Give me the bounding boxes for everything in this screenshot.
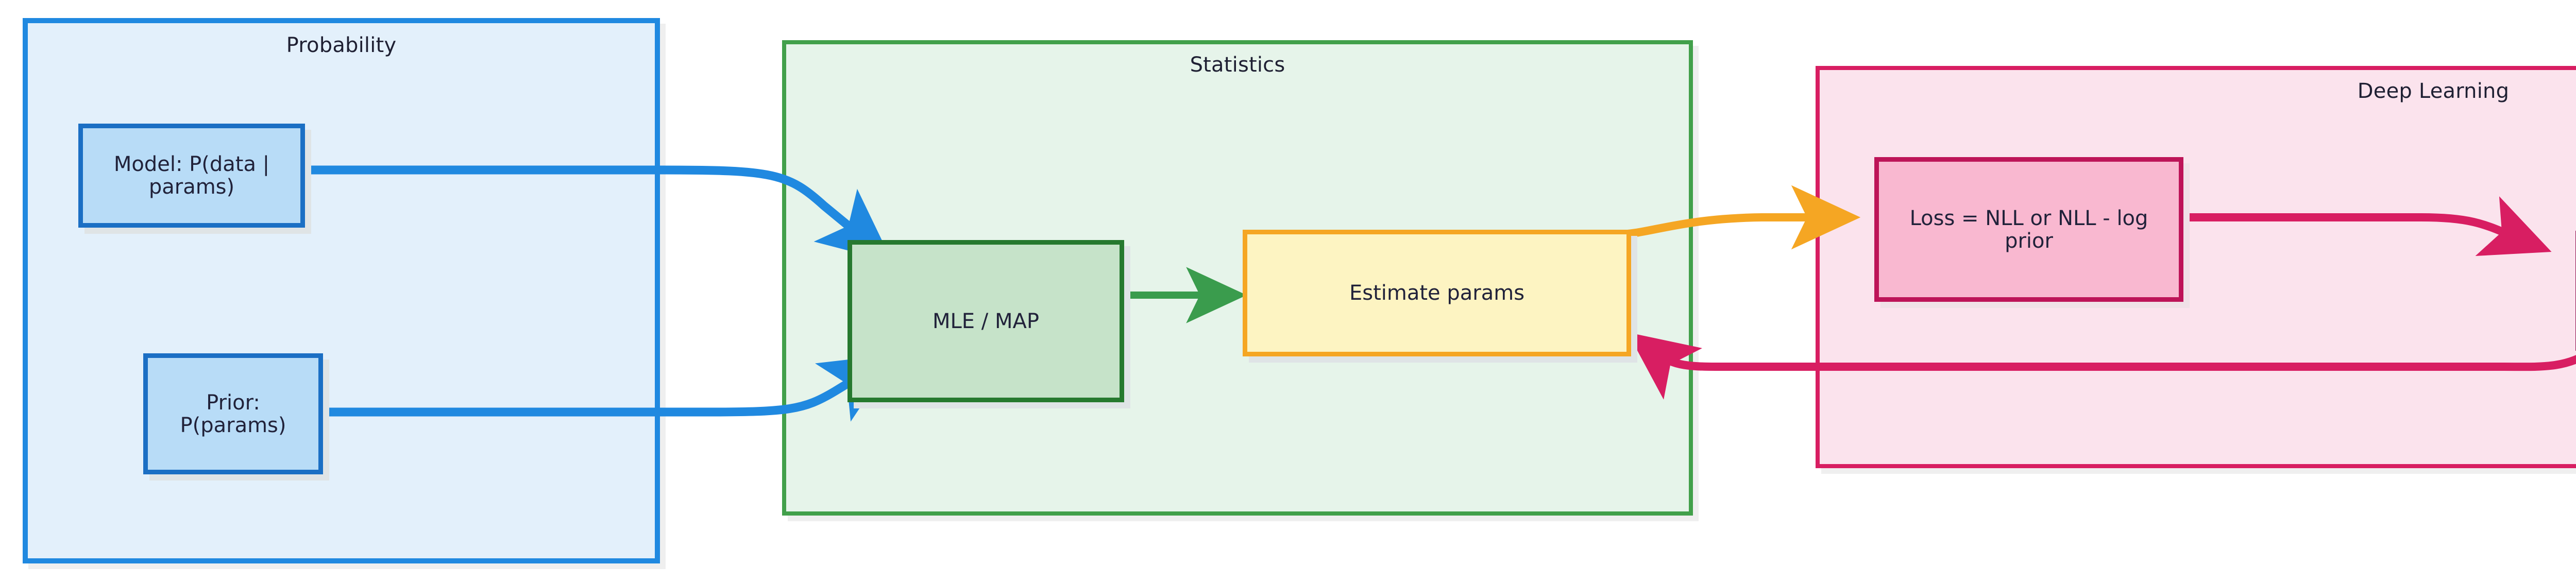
edge-gradient-to-estimate bbox=[1628, 332, 2576, 400]
edge-estimate-to-loss bbox=[1614, 185, 1861, 250]
cluster-probability: Probability bbox=[23, 18, 660, 563]
node-prior-label: Prior: P(params) bbox=[180, 390, 286, 437]
edge-model-to-mlemap bbox=[300, 165, 893, 262]
cluster-probability-title: Probability bbox=[286, 33, 397, 57]
node-model-label: Model: P(data | params) bbox=[113, 152, 270, 199]
cluster-statistics-title: Statistics bbox=[1190, 53, 1285, 77]
cluster-deep-learning-title: Deep Learning bbox=[2357, 79, 2510, 103]
node-mle-map-label: MLE / MAP bbox=[933, 309, 1039, 333]
node-loss-label: Loss = NLL or NLL - log prior bbox=[1909, 206, 2148, 253]
node-loss[interactable]: Loss = NLL or NLL - log prior bbox=[1874, 157, 2183, 302]
node-estimate-params-label: Estimate params bbox=[1349, 281, 1525, 305]
node-model[interactable]: Model: P(data | params) bbox=[78, 124, 305, 228]
node-mle-map[interactable]: MLE / MAP bbox=[848, 240, 1124, 402]
node-prior[interactable]: Prior: P(params) bbox=[143, 353, 323, 474]
edge-loss-to-gradient bbox=[2182, 196, 2552, 256]
edge-prior-to-mlemap bbox=[318, 354, 896, 422]
node-estimate-params[interactable]: Estimate params bbox=[1243, 230, 1631, 356]
